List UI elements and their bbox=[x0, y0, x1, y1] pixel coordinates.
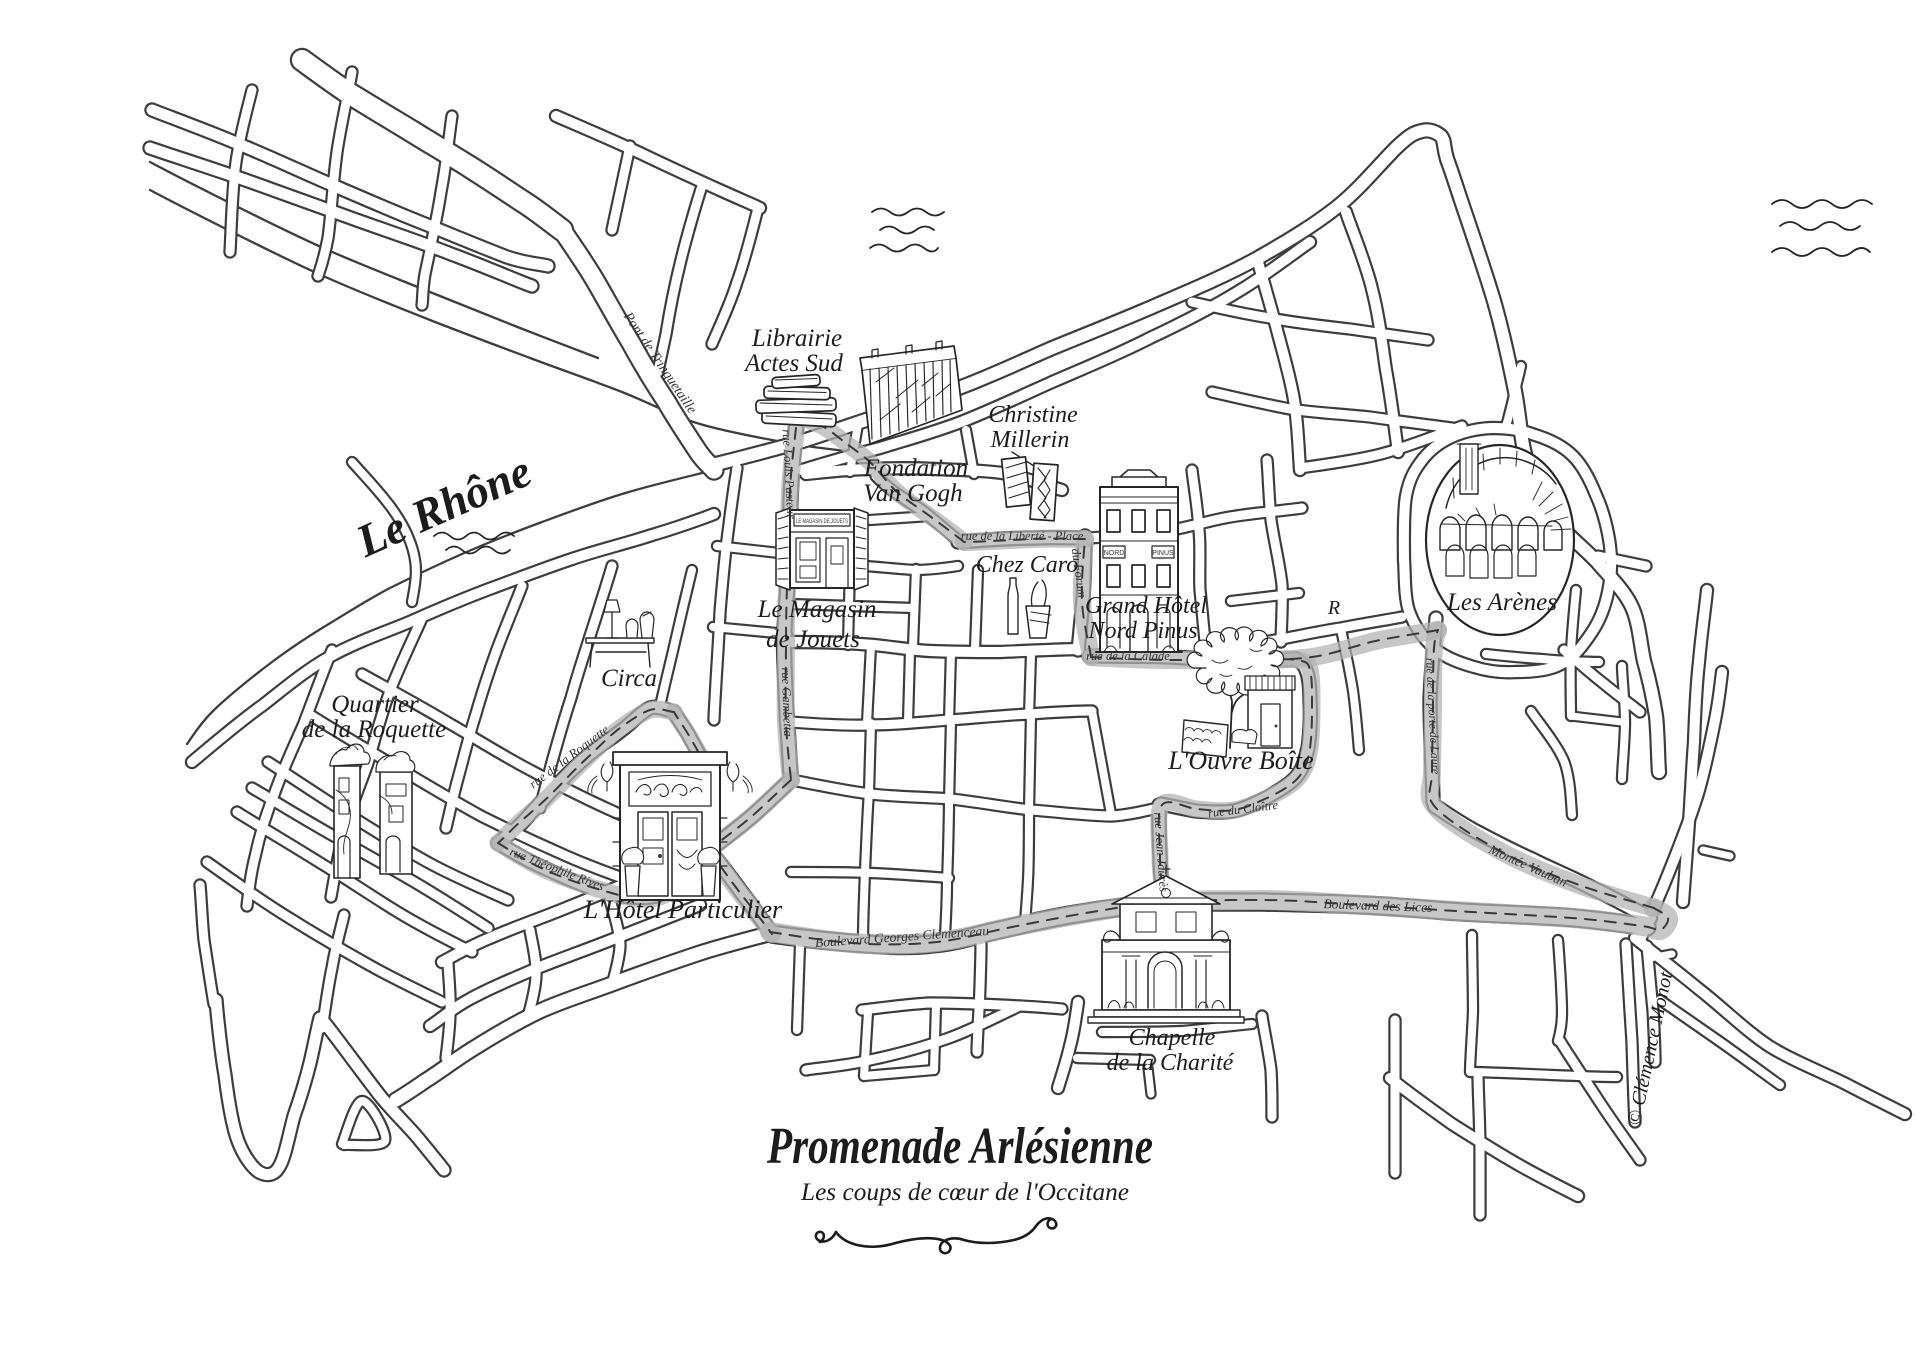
svg-text:Le Magasin: Le Magasin bbox=[757, 596, 877, 623]
svg-text:L'Hôtel Particulier: L'Hôtel Particulier bbox=[583, 895, 783, 924]
svg-text:Millerin: Millerin bbox=[990, 427, 1070, 453]
svg-text:PINUS: PINUS bbox=[1152, 550, 1174, 557]
svg-text:Nord Pinus: Nord Pinus bbox=[1087, 618, 1197, 644]
svg-text:R: R bbox=[1327, 597, 1340, 619]
svg-text:Circa: Circa bbox=[601, 665, 657, 692]
svg-text:L'Ouvre Boîte: L'Ouvre Boîte bbox=[1167, 746, 1313, 775]
svg-text:Les coups de cœur de l'Occitan: Les coups de cœur de l'Occitane bbox=[800, 1179, 1129, 1206]
svg-text:Chez Caro: Chez Caro bbox=[976, 552, 1078, 578]
svg-text:Chapelle: Chapelle bbox=[1129, 1025, 1216, 1051]
svg-text:Fondation: Fondation bbox=[863, 455, 968, 482]
svg-text:Grand Hôtel: Grand Hôtel bbox=[1085, 593, 1207, 619]
svg-text:Christine: Christine bbox=[988, 402, 1078, 428]
svg-text:rue Louis Pasteur: rue Louis Pasteur bbox=[780, 429, 799, 519]
svg-text:rue de la Liberté - Place: rue de la Liberté - Place bbox=[961, 529, 1084, 543]
svg-text:rue Gambetta: rue Gambetta bbox=[779, 667, 795, 737]
svg-text:de la Roquette: de la Roquette bbox=[302, 716, 446, 743]
svg-text:LE MAGASIN DE JOUETS: LE MAGASIN DE JOUETS bbox=[796, 518, 848, 525]
svg-text:rue de la porte de Laure: rue de la porte de Laure bbox=[1423, 657, 1443, 775]
svg-text:Quartier: Quartier bbox=[331, 691, 419, 718]
svg-text:Van Gogh: Van Gogh bbox=[863, 480, 962, 507]
svg-text:Les Arènes: Les Arènes bbox=[1446, 589, 1557, 616]
svg-text:du Forum: du Forum bbox=[1069, 547, 1090, 598]
svg-text:rue de la Calade: rue de la Calade bbox=[1086, 649, 1170, 663]
svg-text:de la Charité: de la Charité bbox=[1107, 1050, 1235, 1076]
svg-text:rue Jean Jaurès: rue Jean Jaurès bbox=[1151, 812, 1171, 893]
svg-text:Promenade Arlésienne: Promenade Arlésienne bbox=[766, 1118, 1153, 1175]
svg-text:Librairie: Librairie bbox=[751, 325, 842, 352]
svg-text:Boulevard des Lices: Boulevard des Lices bbox=[1323, 896, 1432, 915]
svg-text:NORD: NORD bbox=[1104, 550, 1125, 557]
svg-text:Actes Sud: Actes Sud bbox=[743, 350, 843, 377]
svg-text:de Jouets: de Jouets bbox=[766, 626, 860, 653]
